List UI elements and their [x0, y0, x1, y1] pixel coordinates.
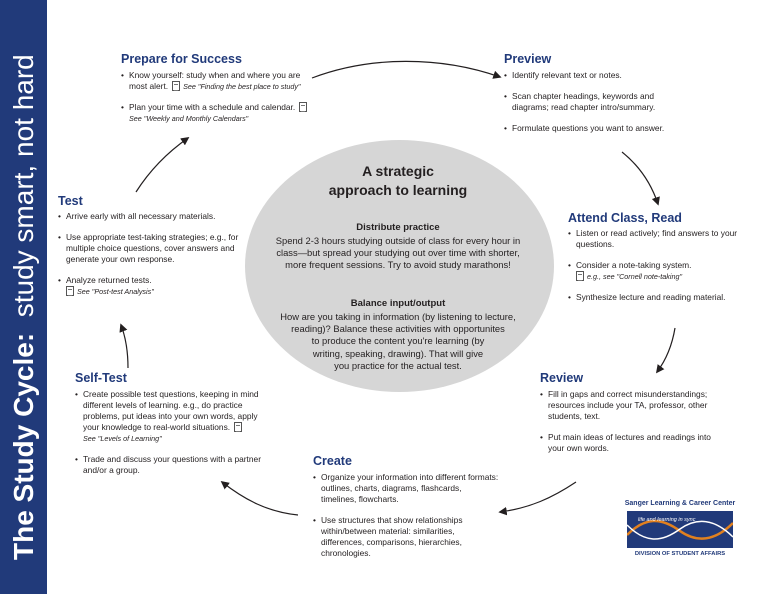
item-reference: e.g., see "Cornell note-taking" — [587, 272, 682, 281]
create-list: Organize your information into different… — [313, 472, 499, 569]
test-item: Use appropriate test-taking strategies; … — [58, 232, 244, 265]
review-item: Put main ideas of lectures and readings … — [540, 432, 728, 454]
balance-line: you practice for the actual test. — [334, 359, 462, 371]
item-text: Plan your time with a schedule and calen… — [129, 102, 296, 112]
preview-title: Preview — [504, 52, 552, 66]
item-reference: See "Weekly and Monthly Calendars" — [129, 114, 249, 123]
prepare-list: Know yourself: study when and where you … — [121, 70, 313, 134]
arrow-preview-to-attend — [621, 151, 660, 206]
center-title-line: approach to learning — [328, 182, 468, 198]
sidebar-band: The Study Cycle: study smart, not hard — [0, 0, 47, 594]
item-reference: See "Post-test Analysis" — [77, 287, 154, 296]
balance-text: How are you taking in information (by li… — [262, 311, 534, 372]
balance-heading: Balance input/output — [350, 298, 446, 309]
logo-wave-icon — [627, 519, 733, 540]
create-item: Organize your information into different… — [313, 472, 499, 505]
arrow-test-to-prepare — [135, 137, 190, 193]
create-title: Create — [313, 454, 352, 468]
review-item: Fill in gaps and correct misunderstandin… — [540, 389, 728, 422]
practice-line: more frequent sessions. Try to avoid stu… — [285, 259, 511, 271]
prepare-item: Know yourself: study when and where you … — [121, 70, 313, 92]
prepare-item: Plan your time with a schedule and calen… — [121, 102, 313, 124]
attend-item: Listen or read actively; find answers to… — [568, 228, 756, 250]
item-text: Create possible test questions, keeping … — [83, 389, 259, 432]
center-ellipse — [245, 140, 554, 392]
document-icon — [66, 286, 74, 296]
item-reference: See "Finding the best place to study" — [183, 82, 301, 91]
practice-heading: Distribute practice — [356, 222, 440, 233]
logo-name: Sanger Learning & Career Center — [624, 500, 736, 507]
selftest-list: Create possible test questions, keeping … — [75, 389, 265, 486]
document-icon — [234, 422, 243, 432]
arrow-prepare-to-preview — [311, 60, 502, 79]
logo-band — [627, 511, 733, 548]
selftest-item: Create possible test questions, keeping … — [75, 389, 265, 444]
preview-item: Identify relevant text or notes. — [504, 70, 684, 81]
prepare-title: Prepare for Success — [121, 52, 242, 66]
test-list: Arrive early with all necessary material… — [58, 211, 244, 307]
preview-item: Scan chapter headings, keywords and diag… — [504, 91, 684, 113]
practice-line: class—but spread your studying out over … — [276, 247, 520, 259]
item-reference: See "Levels of Learning" — [83, 434, 162, 443]
practice-line: Spend 2-3 hours studying outside of clas… — [275, 235, 521, 246]
selftest-title: Self-Test — [75, 371, 127, 385]
item-text: Analyze returned tests. — [66, 275, 152, 285]
test-item: Arrive early with all necessary material… — [58, 211, 244, 222]
attend-title: Attend Class, Read — [568, 211, 682, 225]
attend-item: Consider a note-taking system. e.g., see … — [568, 260, 756, 282]
logo-tagline: life and learning in sync — [638, 517, 696, 523]
test-item: Analyze returned tests. See "Post-test An… — [58, 275, 244, 297]
balance-line: reading)? Balance these activities with … — [291, 323, 505, 335]
document-icon — [299, 102, 308, 112]
attend-item: Synthesize lecture and reading material. — [568, 292, 756, 303]
document-icon — [172, 81, 181, 91]
balance-line: writing, speaking, drawing). That will g… — [312, 347, 484, 359]
center-title: A strategic approach to learning — [290, 162, 506, 200]
arrow-review-to-create — [498, 481, 577, 516]
sanger-logo: Sanger Learning & Career Center life and… — [620, 500, 740, 562]
preview-list: Identify relevant text or notes. Scan ch… — [504, 70, 684, 144]
item-text: Consider a note-taking system. — [576, 260, 692, 270]
document-icon — [576, 271, 584, 281]
arrow-selftest-to-test — [119, 323, 129, 369]
review-list: Fill in gaps and correct misunderstandin… — [540, 389, 728, 464]
test-title: Test — [58, 194, 83, 208]
logo-division: DIVISION OF STUDENT AFFAIRS — [634, 551, 726, 557]
preview-item: Formulate questions you want to answer. — [504, 123, 684, 134]
practice-text: Spend 2-3 hours studying outside of clas… — [262, 235, 534, 272]
item-text: Know yourself: study when and where you … — [129, 70, 301, 91]
review-title: Review — [540, 371, 584, 385]
arrow-attend-to-review — [655, 327, 676, 374]
balance-line: How are you taking in information (by li… — [280, 311, 516, 322]
attend-list: Listen or read actively; find answers to… — [568, 228, 756, 313]
center-title-line: A strategic — [362, 163, 434, 179]
balance-line: to produce the content you're learning (… — [311, 335, 485, 347]
selftest-item: Trade and discuss your questions with a … — [75, 454, 265, 476]
arrow-create-to-selftest — [220, 480, 299, 516]
create-item: Use structures that show relationships w… — [313, 515, 499, 559]
